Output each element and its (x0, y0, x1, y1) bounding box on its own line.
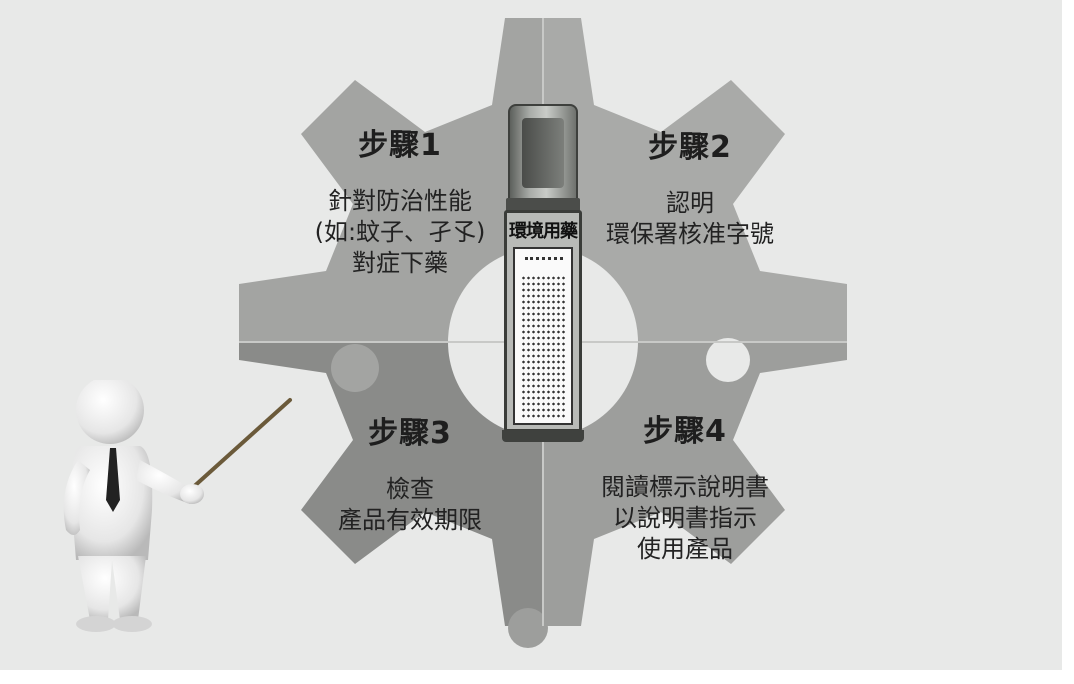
product-bottle-image: 環境用藥 (500, 104, 586, 442)
step-4-description: 閱讀標示說明書 以說明書指示 使用產品 (570, 472, 800, 565)
presenter-figure-image (63, 380, 292, 632)
gear-bottom-left-quadrant (239, 342, 543, 626)
presenter-tie (106, 448, 120, 512)
step-4-title: 步驟4 (643, 414, 727, 449)
step-3-description: 檢查 產品有效期限 (300, 474, 520, 536)
step-2-title: 步驟2 (648, 130, 732, 165)
bottle-collar (506, 198, 580, 212)
presenter-arm (136, 460, 194, 504)
puzzle-tab-bottom (508, 608, 548, 648)
presenter-head (76, 380, 144, 444)
product-label: 環境用藥 (509, 221, 578, 242)
presenter-legs (78, 556, 146, 620)
puzzle-tab-right (706, 338, 750, 382)
step-2-description: 認明 環保署核准字號 (575, 188, 805, 250)
gear-bottom-right-quadrant (543, 342, 847, 626)
step-1-line-3: 對症下藥 (352, 249, 448, 277)
step-4-line-3: 使用產品 (637, 535, 733, 563)
step-4-line-1: 閱讀標示說明書 (601, 473, 769, 501)
step-1-line-1: 針對防治性能 (328, 187, 472, 215)
step-1-description: 針對防治性能 (如:蚊子、孑孓) 對症下藥 (295, 186, 505, 279)
step-3-title: 步驟3 (368, 416, 452, 451)
presenter-foot-right (112, 616, 152, 632)
bottle-cap (508, 104, 578, 202)
step-4-line-2: 以說明書指示 (613, 504, 757, 532)
step-1-block: 步驟1 針對防治性能 (如:蚊子、孑孓) 對症下藥 (295, 120, 505, 279)
step-3-line-2: 產品有效期限 (338, 506, 482, 534)
bottle-base (502, 430, 584, 442)
presenter-left-arm (63, 460, 90, 535)
step-2-line-1: 認明 (666, 189, 714, 217)
label-dotted-line (525, 257, 563, 260)
presenter-foot-left (76, 616, 116, 632)
step-3-line-1: 檢查 (386, 475, 434, 503)
product-label-panel (513, 247, 573, 425)
pointer-stick (188, 398, 292, 492)
step-4-block: 步驟4 閱讀標示說明書 以說明書指示 使用產品 (570, 406, 800, 565)
bottle-body: 環境用藥 (504, 210, 582, 432)
label-fine-print (521, 275, 565, 419)
step-2-line-2: 環保署核准字號 (606, 220, 774, 248)
step-1-line-2: (如:蚊子、孑孓) (314, 218, 486, 246)
gear-top-right-quadrant (543, 18, 847, 342)
gear-top-left-quadrant (239, 18, 543, 342)
puzzle-tab-left (331, 344, 379, 392)
step-2-block: 步驟2 認明 環保署核准字號 (575, 122, 805, 250)
step-1-title: 步驟1 (358, 128, 442, 163)
step-3-block: 步驟3 檢查 產品有效期限 (300, 408, 520, 536)
presenter-hand (180, 484, 204, 504)
